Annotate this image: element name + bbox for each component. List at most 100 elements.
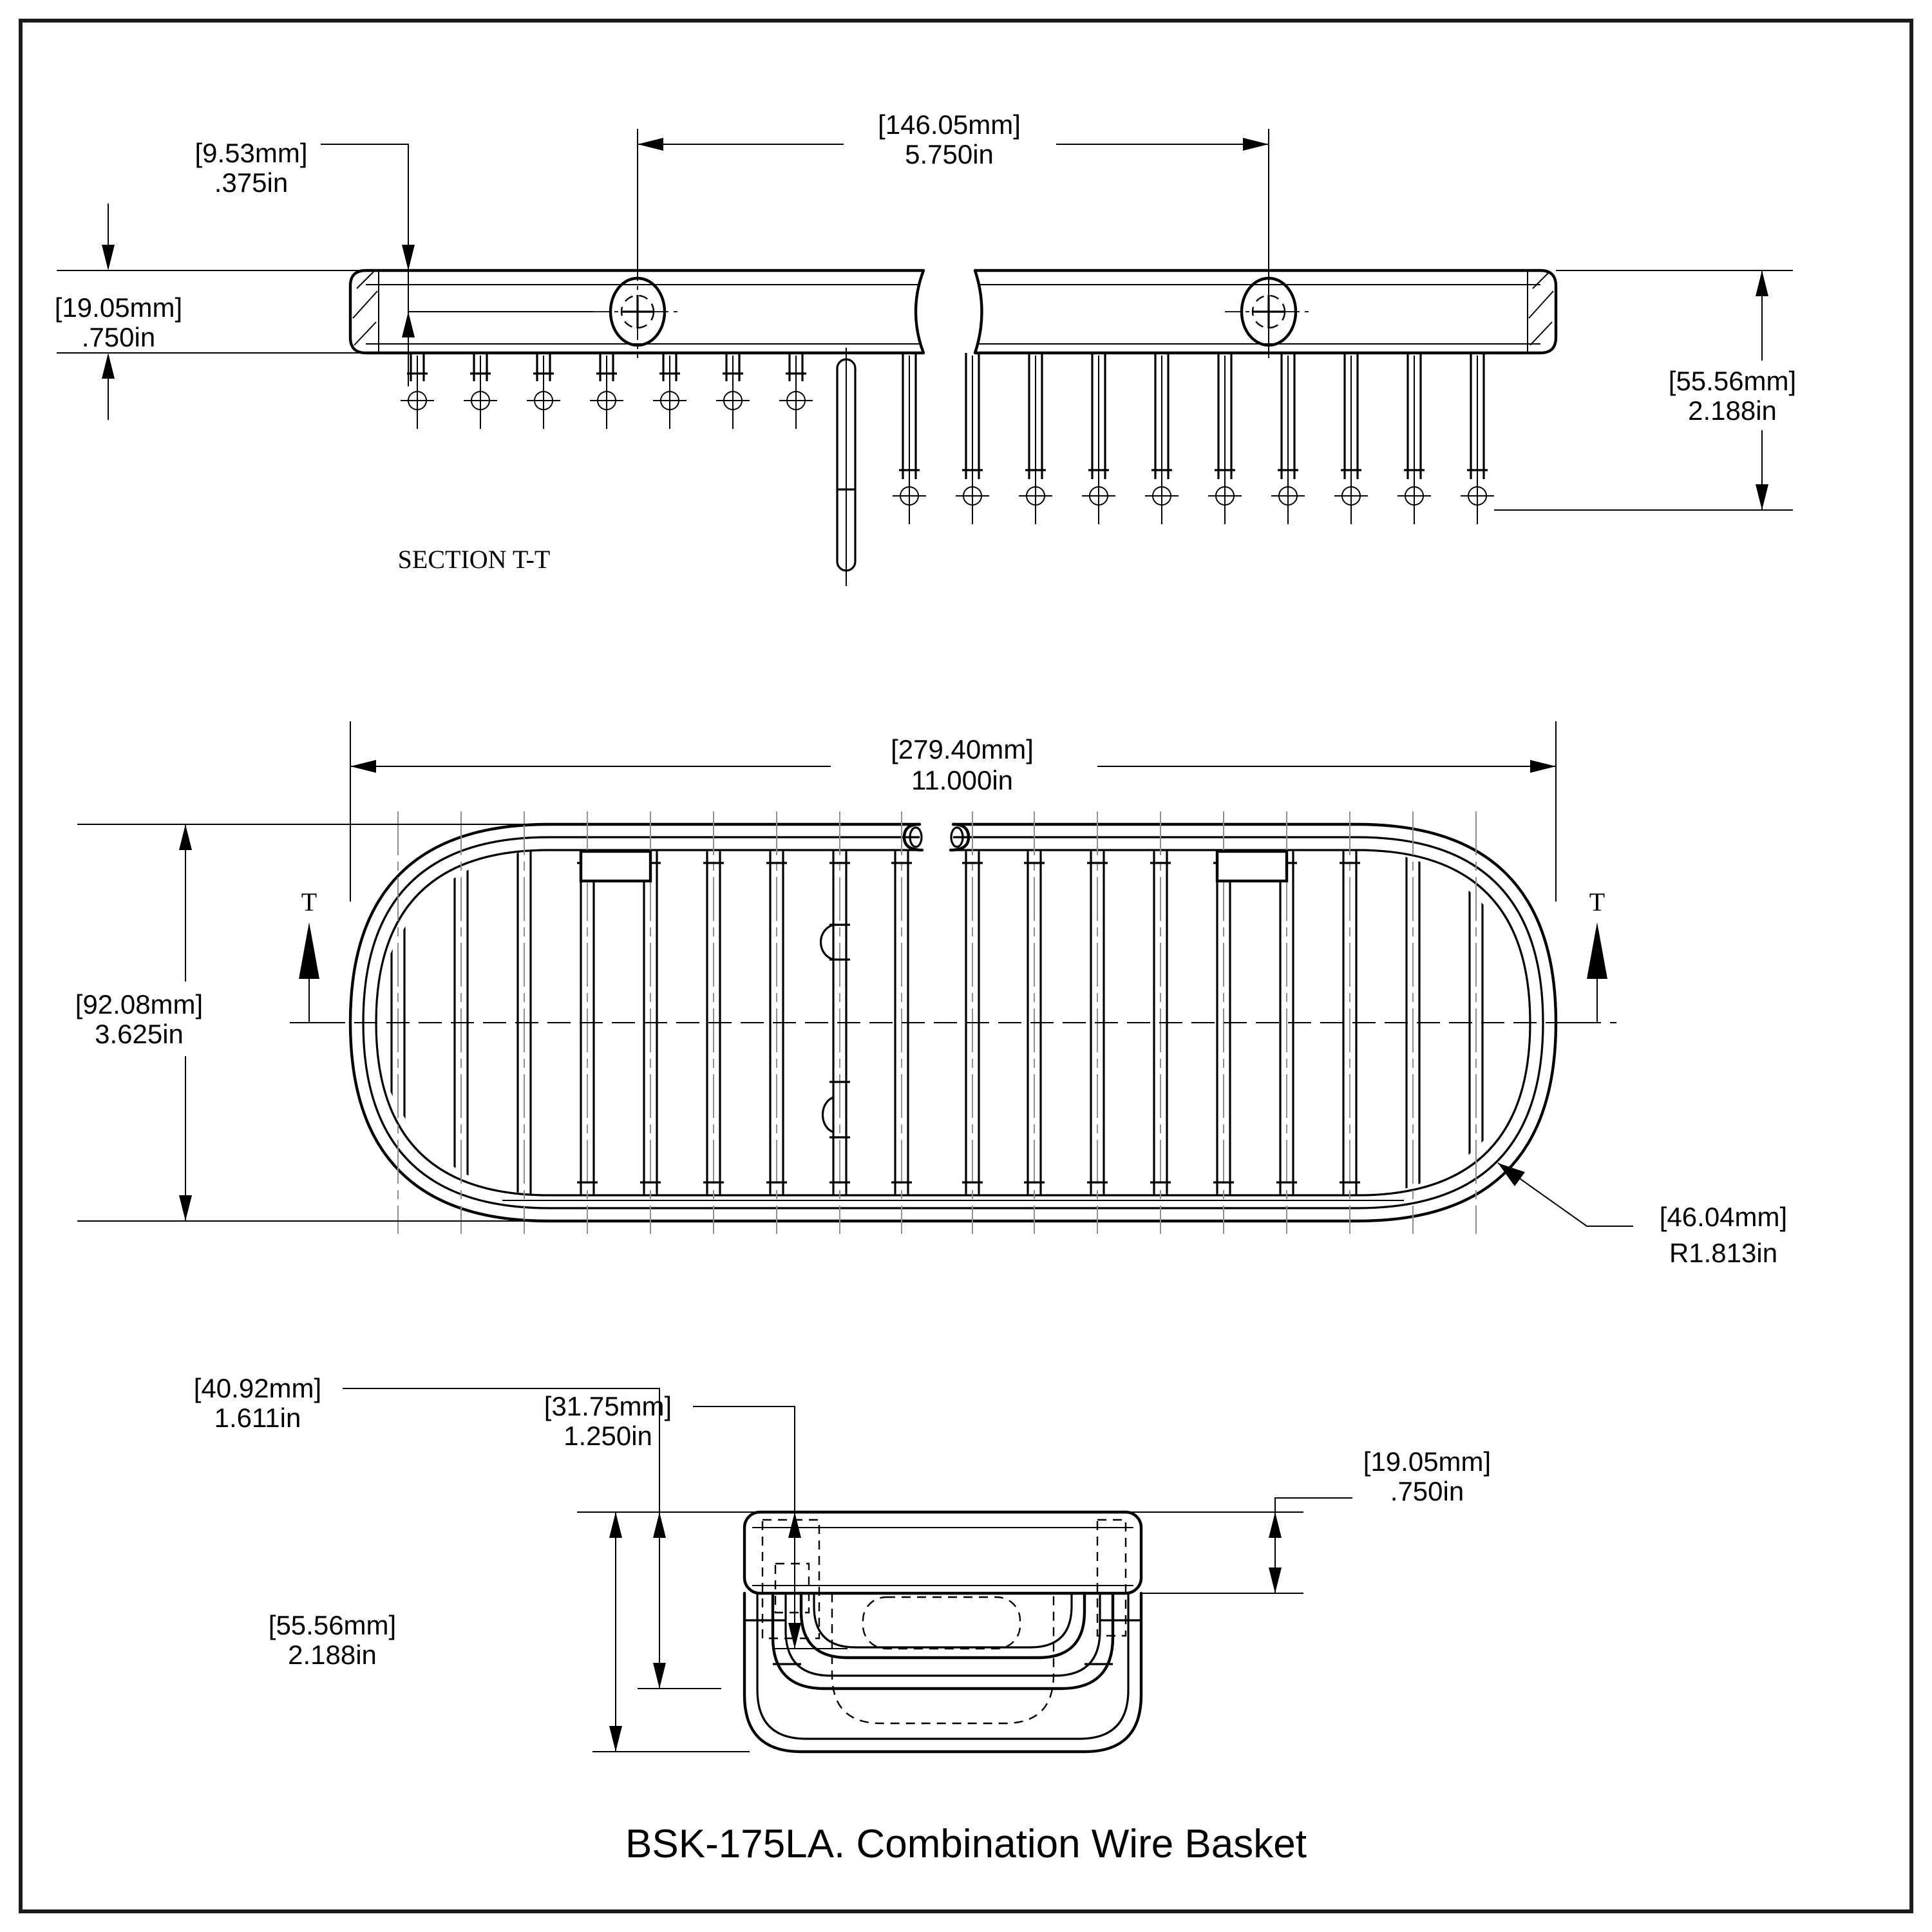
section-marker-right: T xyxy=(1569,887,1607,1023)
end-wire-pill xyxy=(836,348,857,586)
arrowhead xyxy=(609,1726,622,1752)
left-rail-outline xyxy=(348,269,925,355)
dim-mid-depth-in: 1.611in xyxy=(214,1403,301,1433)
long-prong xyxy=(893,353,926,524)
long-prong xyxy=(1271,353,1305,524)
rim-outline xyxy=(348,822,1558,1223)
dim-end-radius-in: R1.813in xyxy=(1669,1238,1777,1268)
dim-rail-height-in: .750in xyxy=(82,322,155,352)
dim-handle-depth-mm: [31.75mm] xyxy=(544,1391,672,1421)
arrowhead xyxy=(653,1512,666,1538)
arrowhead xyxy=(1756,270,1768,296)
hidden-plate xyxy=(761,1519,820,1640)
dim-hole-spacing-mm: [146.05mm] xyxy=(878,109,1021,140)
long-prong xyxy=(1082,353,1115,524)
dim-handle-depth: [31.75mm] 1.250in xyxy=(544,1391,848,1649)
side-view: [40.92mm] 1.611in [31.75mm] 1.250in [19.… xyxy=(194,1373,1491,1754)
arrowhead xyxy=(788,1512,801,1538)
dim-screw-offset-in: .375in xyxy=(214,167,288,198)
arrowhead xyxy=(609,1512,622,1538)
hidden-handle-loop xyxy=(862,1596,1021,1650)
dim-total-depth: [55.56mm] 2.188in xyxy=(1494,270,1796,511)
dim-side-total-height-in: 2.188in xyxy=(288,1640,377,1670)
short-prongs xyxy=(401,353,813,429)
rim-break-caps xyxy=(902,822,971,852)
section-label: SECTION T-T xyxy=(398,545,551,574)
section-marker-left-label: T xyxy=(301,887,317,916)
loop-ticks xyxy=(744,1619,1141,1665)
dim-mid-depth: [40.92mm] 1.611in xyxy=(194,1373,721,1689)
section-marker-right-label: T xyxy=(1589,887,1605,916)
arrowhead xyxy=(653,1663,666,1689)
dim-screw-offset-mm: [9.53mm] xyxy=(194,138,307,168)
dim-side-rail-height: [19.05mm] .750in xyxy=(1269,1446,1491,1593)
arrowhead xyxy=(1756,484,1768,510)
dim-end-radius-mm: [46.04mm] xyxy=(1660,1202,1787,1232)
drawing-title: BSK-175LA. Combination Wire Basket xyxy=(625,1822,1307,1866)
dim-screw-offset: [9.53mm] .375in xyxy=(194,138,594,386)
dim-handle-depth-in: 1.250in xyxy=(564,1421,652,1451)
long-prongs xyxy=(893,353,1494,524)
section-marker-left: T xyxy=(299,887,337,1023)
arrowhead xyxy=(638,138,663,151)
dim-hole-spacing: [146.05mm] 5.750in xyxy=(637,109,1269,353)
arrowhead xyxy=(1269,1567,1282,1593)
short-prong xyxy=(527,353,560,429)
dim-overall-width-in: 3.625in xyxy=(95,1019,184,1049)
arrowhead xyxy=(1498,1163,1525,1186)
long-prong xyxy=(1334,353,1368,524)
section-arrow xyxy=(299,922,319,979)
dim-rail-height-mm: [19.05mm] xyxy=(55,292,182,323)
long-prong xyxy=(1461,353,1494,524)
right-cap-hatch xyxy=(1528,271,1554,346)
long-prong xyxy=(1208,353,1242,524)
dim-side-rail-height-in: .750in xyxy=(1390,1476,1464,1506)
arrowhead xyxy=(102,245,115,270)
arrowhead xyxy=(179,1195,192,1221)
dim-rail-height: [19.05mm] .750in xyxy=(55,204,374,420)
dim-overall-length-mm: [279.40mm] xyxy=(891,734,1034,764)
arrowhead xyxy=(402,312,415,337)
dim-side-rail-height-mm: [19.05mm] xyxy=(1363,1446,1491,1477)
hidden-plate-inner xyxy=(774,1562,810,1614)
mounting-plate xyxy=(1215,849,1289,883)
dim-overall-length: [279.40mm] 11.000in xyxy=(350,721,1557,902)
dim-side-total-height: [55.56mm] 2.188in xyxy=(269,1512,750,1752)
short-prong xyxy=(464,353,497,429)
arrowhead xyxy=(402,245,415,270)
section-view: [9.53mm] .375in [146.05mm] 5.750in [19.0… xyxy=(55,109,1796,586)
arrowhead xyxy=(1269,1512,1282,1538)
arrowhead xyxy=(1243,138,1269,151)
mounting-plates xyxy=(579,849,1289,883)
mounting-plate xyxy=(579,849,652,883)
left-cap-hatch xyxy=(352,271,378,346)
dim-hole-spacing-in: 5.750in xyxy=(905,139,994,169)
dim-total-depth-in: 2.188in xyxy=(1688,395,1777,426)
section-arrow xyxy=(1587,922,1607,979)
long-prong xyxy=(1145,353,1179,524)
basket-loops xyxy=(743,1591,1143,1754)
short-prong xyxy=(779,353,813,429)
arrowhead xyxy=(788,1623,801,1649)
arrowhead xyxy=(1530,760,1556,773)
dim-overall-width: [92.08mm] 3.625in xyxy=(75,824,567,1222)
left-screw xyxy=(594,265,681,358)
dim-total-depth-mm: [55.56mm] xyxy=(1669,366,1796,396)
arrowhead xyxy=(350,760,376,773)
arrowhead xyxy=(102,353,115,379)
short-prong xyxy=(653,353,687,429)
short-prong xyxy=(716,353,750,429)
long-prong xyxy=(1397,353,1431,524)
long-prong xyxy=(1019,353,1052,524)
left-rail-bar xyxy=(348,269,925,355)
right-rail-outline xyxy=(973,269,1558,355)
dim-overall-width-mm: [92.08mm] xyxy=(75,989,203,1019)
arrowhead xyxy=(179,824,192,850)
dim-mid-depth-mm: [40.92mm] xyxy=(194,1373,321,1403)
short-prong xyxy=(590,353,623,429)
short-prong xyxy=(401,353,434,429)
dim-side-total-height-mm: [55.56mm] xyxy=(269,1610,396,1640)
dim-overall-length-in: 11.000in xyxy=(911,765,1013,795)
long-prong xyxy=(956,353,989,524)
